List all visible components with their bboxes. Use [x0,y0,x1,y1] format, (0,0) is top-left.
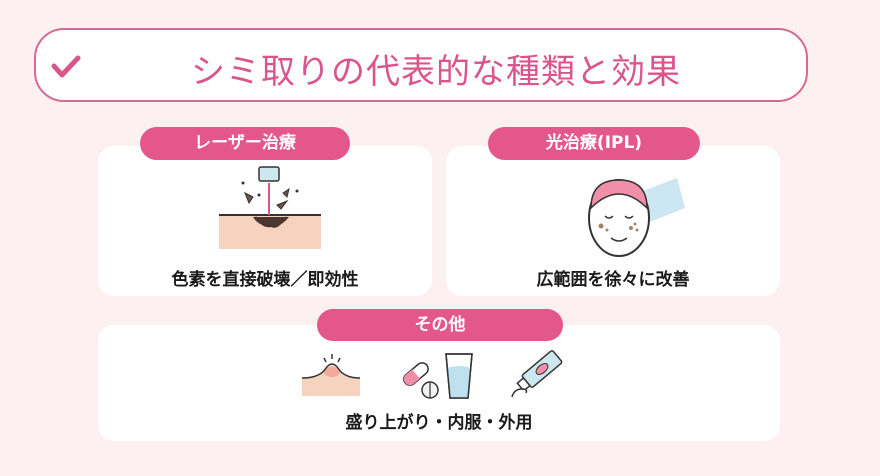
other-card [98,325,780,441]
check-icon [51,55,81,78]
title-banner: シミ取りの代表的な種類と効果 [34,28,808,102]
other-label-badge: その他 [317,309,563,341]
raised-skin-icon [301,354,361,396]
face-with-light-icon [588,178,685,257]
ipl-label-badge: 光治療(IPL) [488,127,700,160]
page-title: シミ取りの代表的な種類と効果 [191,52,681,92]
pills-and-water-icon [403,353,473,399]
ointment-tube-icon [511,350,563,398]
ipl-caption: 広範囲を徐々に改善 [536,270,690,290]
laser-on-skin-icon [219,166,321,249]
laser-label-badge: レーザー治療 [140,127,350,160]
other-caption: 盛り上がり・内服・外用 [345,413,533,433]
laser-caption: 色素を直接破壊／即効性 [171,270,359,290]
